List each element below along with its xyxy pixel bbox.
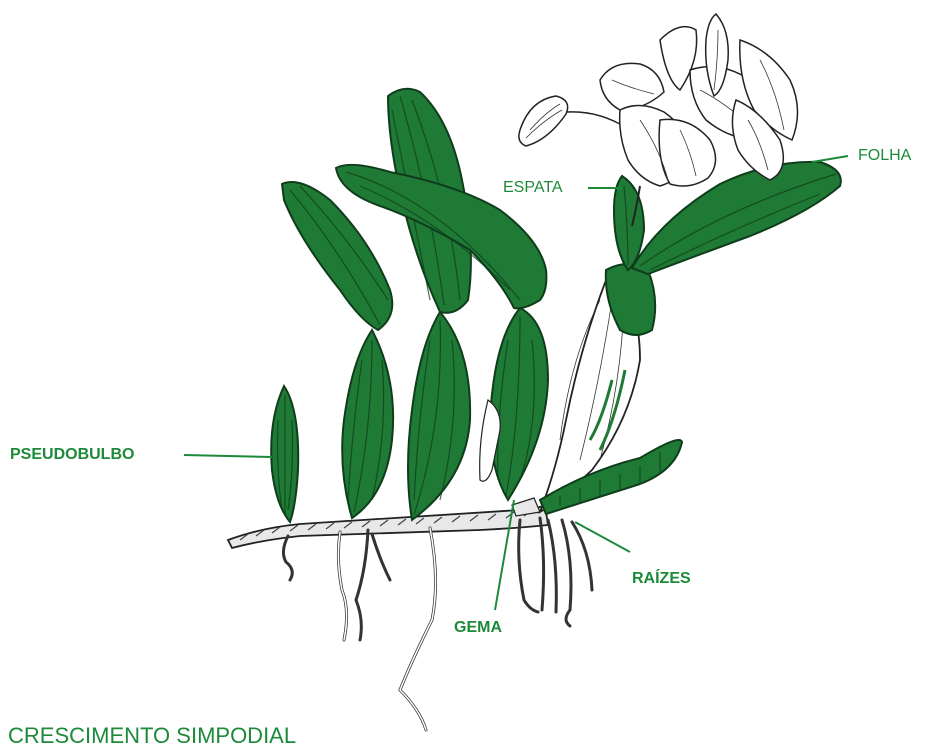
label-raizes: RAÍZES — [632, 571, 691, 587]
label-folha: FOLHA — [858, 148, 911, 164]
pseudobulb-small — [271, 386, 298, 522]
roots — [283, 518, 592, 730]
diagram-caption: CRESCIMENTO SIMPODIAL — [8, 725, 296, 747]
label-gema: GEMA — [454, 620, 502, 636]
label-espata: ESPATA — [503, 180, 563, 196]
leader-pseudobulbo — [184, 455, 272, 457]
pseudobulb-3 — [388, 89, 471, 520]
leader-folha — [812, 156, 848, 162]
rhizome — [228, 505, 548, 548]
label-pseudobulbo: PSEUDOBULBO — [10, 447, 134, 463]
